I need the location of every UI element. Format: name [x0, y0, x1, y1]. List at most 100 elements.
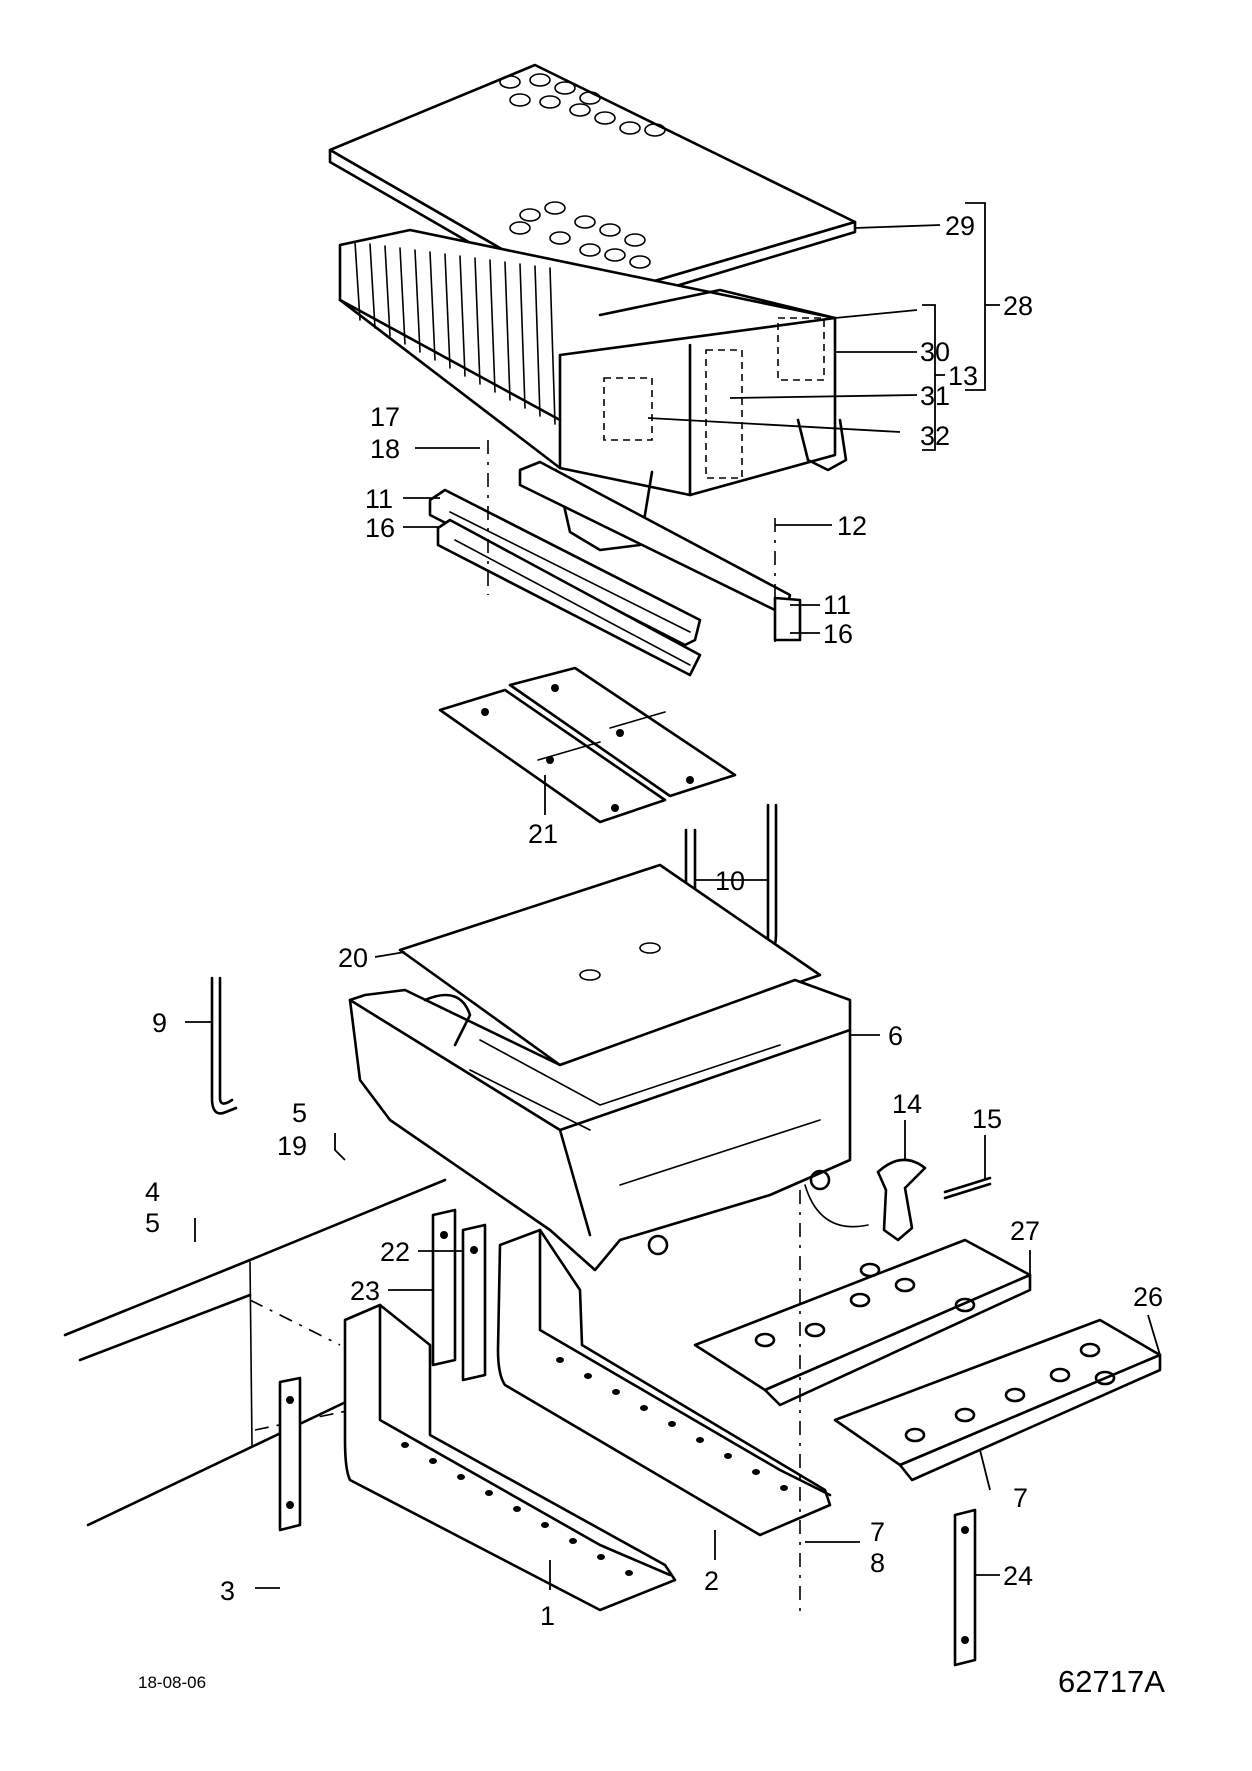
- cell-rib: [474, 257, 481, 385]
- hole-mark: [849, 1292, 871, 1308]
- callout-3: 3: [220, 1576, 235, 1606]
- hole-mark: [554, 81, 576, 95]
- callout-24: 24: [1003, 1561, 1033, 1591]
- hole-mark: [1079, 1342, 1101, 1358]
- center-lines: [487, 440, 801, 1615]
- hole-mark: [619, 121, 641, 135]
- cell-rib: [429, 251, 436, 361]
- cell-rib: [414, 249, 421, 353]
- hole-mark: [549, 231, 571, 245]
- callout-32: 32: [920, 421, 950, 451]
- callout-15: 15: [972, 1104, 1002, 1134]
- hole-mark: [485, 1490, 493, 1496]
- hole-mark: [599, 223, 621, 237]
- hole-mark: [780, 1485, 788, 1491]
- callout-20: 20: [338, 943, 368, 973]
- hole-mark: [544, 201, 566, 215]
- cell-rib: [369, 243, 376, 329]
- hole-mark: [541, 1522, 549, 1528]
- cell-rib: [444, 253, 451, 369]
- cell-rib: [384, 245, 391, 337]
- cell-rib: [534, 265, 541, 417]
- hole-mark: [629, 255, 651, 269]
- brackets-drawing: [343, 1228, 832, 1612]
- hole-mark: [457, 1474, 465, 1480]
- cell-rib: [519, 263, 526, 409]
- callout-1: 1: [540, 1601, 555, 1631]
- callout-31: 31: [920, 381, 950, 411]
- cell-rib: [354, 241, 361, 321]
- callout-28: 28: [1003, 291, 1033, 321]
- callout-17: 17: [370, 402, 400, 432]
- hole-mark: [604, 248, 626, 262]
- hole-mark: [859, 1262, 881, 1278]
- leader-lines: [185, 202, 1161, 1590]
- hole-mark: [696, 1437, 704, 1443]
- cell-rib: [504, 261, 511, 401]
- hole-mark: [569, 103, 591, 117]
- callout-8: 8: [870, 1548, 885, 1578]
- hole-mark: [894, 1277, 916, 1293]
- battery-block-drawing: [338, 228, 848, 552]
- hole-mark: [625, 1570, 633, 1576]
- callout-13: 13: [948, 361, 978, 391]
- callout-11a: 11: [365, 484, 393, 514]
- hole-mark: [1049, 1367, 1071, 1383]
- callout-27: 27: [1010, 1216, 1040, 1246]
- hole-mark: [579, 91, 601, 105]
- hole-mark: [954, 1297, 976, 1313]
- hole-mark: [752, 1469, 760, 1475]
- hole-mark: [754, 1332, 776, 1348]
- hole-mark: [904, 1427, 926, 1443]
- hole-mark: [1094, 1370, 1116, 1386]
- cell-rib: [459, 255, 466, 377]
- callout-5b: 5: [292, 1098, 307, 1128]
- cell-rib: [549, 267, 556, 425]
- hole-mark: [509, 93, 531, 107]
- callout-4: 4: [145, 1177, 160, 1207]
- callout-12: 12: [837, 511, 867, 541]
- hole-mark: [612, 1389, 620, 1395]
- callout-9: 9: [152, 1008, 167, 1038]
- callout-7a: 7: [870, 1517, 885, 1547]
- battery-cover-drawing: [328, 63, 857, 314]
- cell-rib: [399, 247, 406, 345]
- hole-mark: [519, 208, 541, 222]
- callout-16b: 16: [823, 619, 853, 649]
- insulation-sheet-drawing: [398, 863, 822, 1067]
- hole-mark: [574, 215, 596, 229]
- callout-14: 14: [892, 1089, 922, 1119]
- latch-handle-drawing: [876, 1158, 992, 1242]
- plates-drawing: [278, 1208, 977, 1667]
- battery-rails-drawing: [428, 460, 802, 677]
- callout-19: 19: [277, 1131, 307, 1161]
- cell-rib: [489, 259, 496, 393]
- callout-2: 2: [704, 1566, 719, 1596]
- callout-23: 23: [350, 1276, 380, 1306]
- part-callouts: 1 2 3 4 5 5 19 6 7 8 7 9 10 11 16 11 16 …: [145, 211, 1163, 1631]
- hole-mark: [529, 73, 551, 87]
- callout-5a: 5: [145, 1208, 160, 1238]
- hole-mark: [640, 1405, 648, 1411]
- drawing-number: 62717A: [1058, 1664, 1165, 1699]
- hole-mark: [954, 1407, 976, 1423]
- callout-16a: 16: [365, 513, 395, 543]
- hole-mark: [556, 1357, 564, 1363]
- callout-10: 10: [715, 866, 745, 896]
- callout-21: 21: [528, 819, 558, 849]
- callout-6: 6: [888, 1021, 903, 1051]
- clamping-strips-drawing: [693, 1238, 1162, 1482]
- hole-mark: [401, 1442, 409, 1448]
- hole-mark: [1004, 1387, 1026, 1403]
- hole-mark: [579, 243, 601, 257]
- callout-7b: 7: [1013, 1483, 1028, 1513]
- hole-mark: [584, 1373, 592, 1379]
- battery-tray-drawing: [348, 978, 869, 1272]
- hole-mark: [509, 221, 531, 235]
- hole-mark: [499, 75, 521, 89]
- hole-mark: [644, 123, 666, 137]
- hole-mark: [429, 1458, 437, 1464]
- hole-mark: [597, 1554, 605, 1560]
- hole-mark: [539, 95, 561, 109]
